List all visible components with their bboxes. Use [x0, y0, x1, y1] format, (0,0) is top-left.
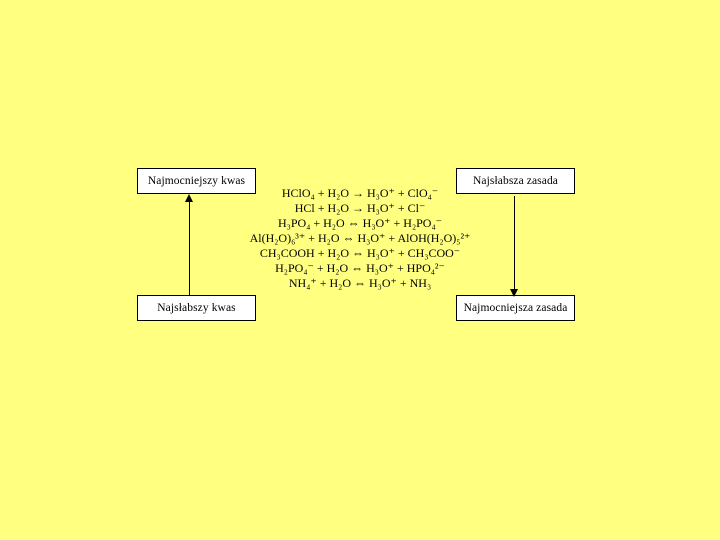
- equation-line: H₃PO₄ + H₂O ⇔ H₃O⁺ + H₂PO₄⁻: [278, 216, 442, 230]
- arrow-head-down-icon: [510, 289, 518, 297]
- equation-line: H₂PO₄⁻ + H₂O ⇔ H₃O⁺ + HPO₄²⁻: [275, 261, 445, 275]
- equation-line: HClO₄ + H₂O → H₃O⁺ + ClO₄⁻: [281, 186, 439, 200]
- arrow-shaft-acid-strength: [189, 196, 190, 295]
- box-text-strongest-base: Najmocniejsza zasada: [463, 302, 568, 314]
- equation-line: NH₄⁺ + H₂O ⇔ H₃O⁺ + NH₃: [288, 276, 432, 290]
- equation-line: CH₃COOH + H₂O ⇔ H₃O⁺ + CH₃COO⁻: [259, 246, 461, 260]
- arrow-head-up-icon: [185, 194, 193, 202]
- box-text-weakest-acid: Najsłabszy kwas: [157, 302, 236, 314]
- box-text-weakest-base: Najsłabsza zasada: [472, 175, 559, 187]
- label-box-strongest-acid: Najmocniejszy kwas: [137, 168, 256, 194]
- equation-line: Al(H₂O)₆³⁺ + H₂O ⇔ H₃O⁺ + AlOH(H₂O)₅²⁺: [249, 231, 471, 245]
- equation-line: HCl + H₂O → H₃O⁺ + Cl⁻: [294, 201, 426, 215]
- box-text-strongest-acid: Najmocniejszy kwas: [147, 175, 246, 187]
- equation-list: HClO₄ + H₂O → H₃O⁺ + ClO₄⁻HCl + H₂O → H₃…: [230, 186, 490, 291]
- label-box-weakest-acid: Najsłabszy kwas: [137, 295, 256, 321]
- label-box-strongest-base: Najmocniejsza zasada: [456, 295, 575, 321]
- label-box-weakest-base: Najsłabsza zasada: [456, 168, 575, 194]
- arrow-shaft-base-strength: [514, 196, 515, 295]
